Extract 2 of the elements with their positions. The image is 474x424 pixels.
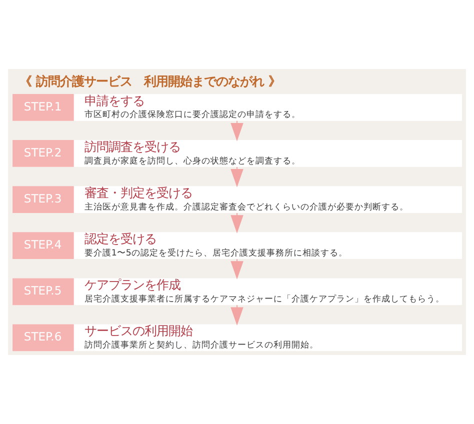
arrow — [230, 304, 244, 326]
diagram-title: 《 訪問介護サービス 利用開始までのながれ 》 — [20, 74, 280, 89]
